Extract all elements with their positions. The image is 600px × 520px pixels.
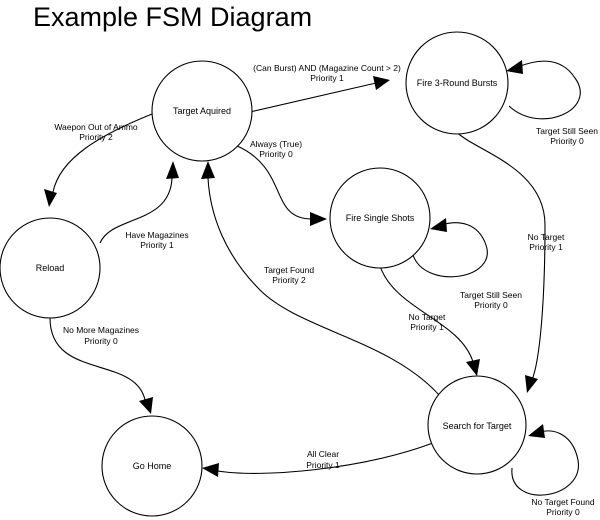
arrowhead-search-to-home: [202, 463, 219, 477]
edge-aquired-to-reload: [52, 113, 153, 193]
label-search-to-home: All Clear Priority 1: [306, 449, 340, 470]
arrowhead-search-to-aquired: [201, 161, 215, 179]
edge-search-self: [511, 430, 579, 496]
edge-condition: Target Found: [264, 265, 314, 275]
edge-search-to-aquired: [207, 177, 441, 397]
edge-single-self: [412, 222, 488, 278]
edge-priority: Priority 1: [306, 460, 340, 470]
edge-priority: Priority 2: [79, 132, 113, 142]
state-fire-3-round-bursts: Fire 3-Round Bursts: [405, 31, 509, 135]
edge-condition: All Clear: [307, 449, 339, 459]
label-bursts-to-search: No Target Priority 1: [528, 232, 565, 252]
diagram-title: Example FSM Diagram: [33, 2, 313, 32]
state-go-home: Go Home: [101, 415, 203, 517]
edge-priority: Priority 0: [546, 507, 580, 517]
state-circle: [151, 60, 253, 162]
edge-condition: Have Magazines: [125, 230, 188, 240]
arrowhead-aquired-to-reload: [44, 189, 57, 207]
state-fire-single-shots: Fire Single Shots: [329, 167, 431, 269]
edge-single-to-search: [379, 265, 474, 363]
edge-priority: Priority 0: [84, 336, 118, 346]
edge-priority: Priority 0: [259, 149, 293, 159]
arrowhead-single-self: [430, 218, 447, 232]
edge-aquired-to-bursts: [249, 82, 377, 113]
edge-condition: Always (True): [250, 139, 302, 149]
edge-priority: Priority 0: [474, 300, 508, 310]
label-search-to-aquired: Target Found Priority 2: [264, 265, 314, 285]
label-aquired-to-reload: Waepon Out of Ammo Priority 2: [54, 122, 138, 142]
state-search-for-target: Search for Target: [427, 375, 527, 475]
state-circle: [0, 217, 101, 319]
edge-condition: Waepon Out of Ammo: [54, 122, 138, 132]
state-label: Target Aquired: [173, 106, 231, 116]
edge-condition: Target Still Seen: [460, 290, 522, 300]
arrowhead-aquired-to-single: [310, 212, 327, 226]
edge-condition: No Target: [409, 312, 446, 322]
state-label: Fire 3-Round Bursts: [417, 78, 498, 88]
label-reload-to-aquired: Have Magazines Priority 1: [125, 230, 188, 250]
edge-condition: (Can Burst) AND (Magazine Count > 2): [253, 63, 401, 73]
state-label: Fire Single Shots: [346, 213, 415, 223]
state-circle: [329, 167, 431, 269]
edge-priority: Priority 0: [550, 136, 584, 146]
edge-aquired-to-single: [234, 144, 314, 220]
edge-condition: No More Magazines: [63, 325, 139, 335]
label-reload-to-home: No More Magazines Priority 0: [63, 325, 139, 346]
edge-priority: Priority 1: [310, 73, 344, 83]
arrowhead-search-self: [528, 424, 545, 438]
edge-condition: No Target Found: [531, 497, 594, 507]
label-single-to-search: No Target Priority 1: [409, 312, 446, 332]
state-target-aquired: Target Aquired: [151, 60, 253, 162]
state-circle: [101, 415, 203, 517]
edge-bursts-to-search: [454, 129, 546, 381]
edge-priority: Priority 1: [529, 242, 563, 252]
edge-condition: No Target: [528, 232, 565, 242]
label-bursts-self: Target Still Seen Priority 0: [536, 126, 598, 146]
edge-bursts-self: [508, 60, 581, 120]
label-aquired-to-bursts: (Can Burst) AND (Magazine Count > 2) Pri…: [253, 63, 401, 83]
edge-priority: Priority 1: [410, 322, 444, 332]
edge-reload-to-aquired: [99, 177, 173, 244]
state-circle: [405, 31, 509, 135]
state-circle: [427, 375, 527, 475]
state-label: Search for Target: [443, 421, 512, 431]
label-single-self: Target Still Seen Priority 0: [460, 290, 522, 310]
edge-priority: Priority 2: [272, 275, 306, 285]
edge-priority: Priority 1: [140, 240, 174, 250]
arrowhead-reload-to-aquired: [166, 161, 179, 179]
state-reload: Reload: [0, 217, 101, 319]
label-aquired-to-single: Always (True) Priority 0: [250, 139, 302, 159]
arrowhead-single-to-search: [466, 359, 480, 376]
arrowhead-bursts-self: [506, 60, 523, 74]
edge-condition: Target Still Seen: [536, 126, 598, 136]
edge-search-to-home: [217, 442, 434, 474]
state-label: Reload: [36, 263, 65, 273]
edge-reload-to-home: [49, 317, 146, 401]
state-label: Go Home: [133, 461, 172, 471]
arrowhead-reload-to-home: [139, 397, 153, 414]
label-search-self: No Target Found Priority 0: [531, 497, 594, 517]
arrowhead-bursts-to-search: [525, 375, 538, 393]
arrowhead-aquired-to-bursts: [373, 76, 390, 90]
